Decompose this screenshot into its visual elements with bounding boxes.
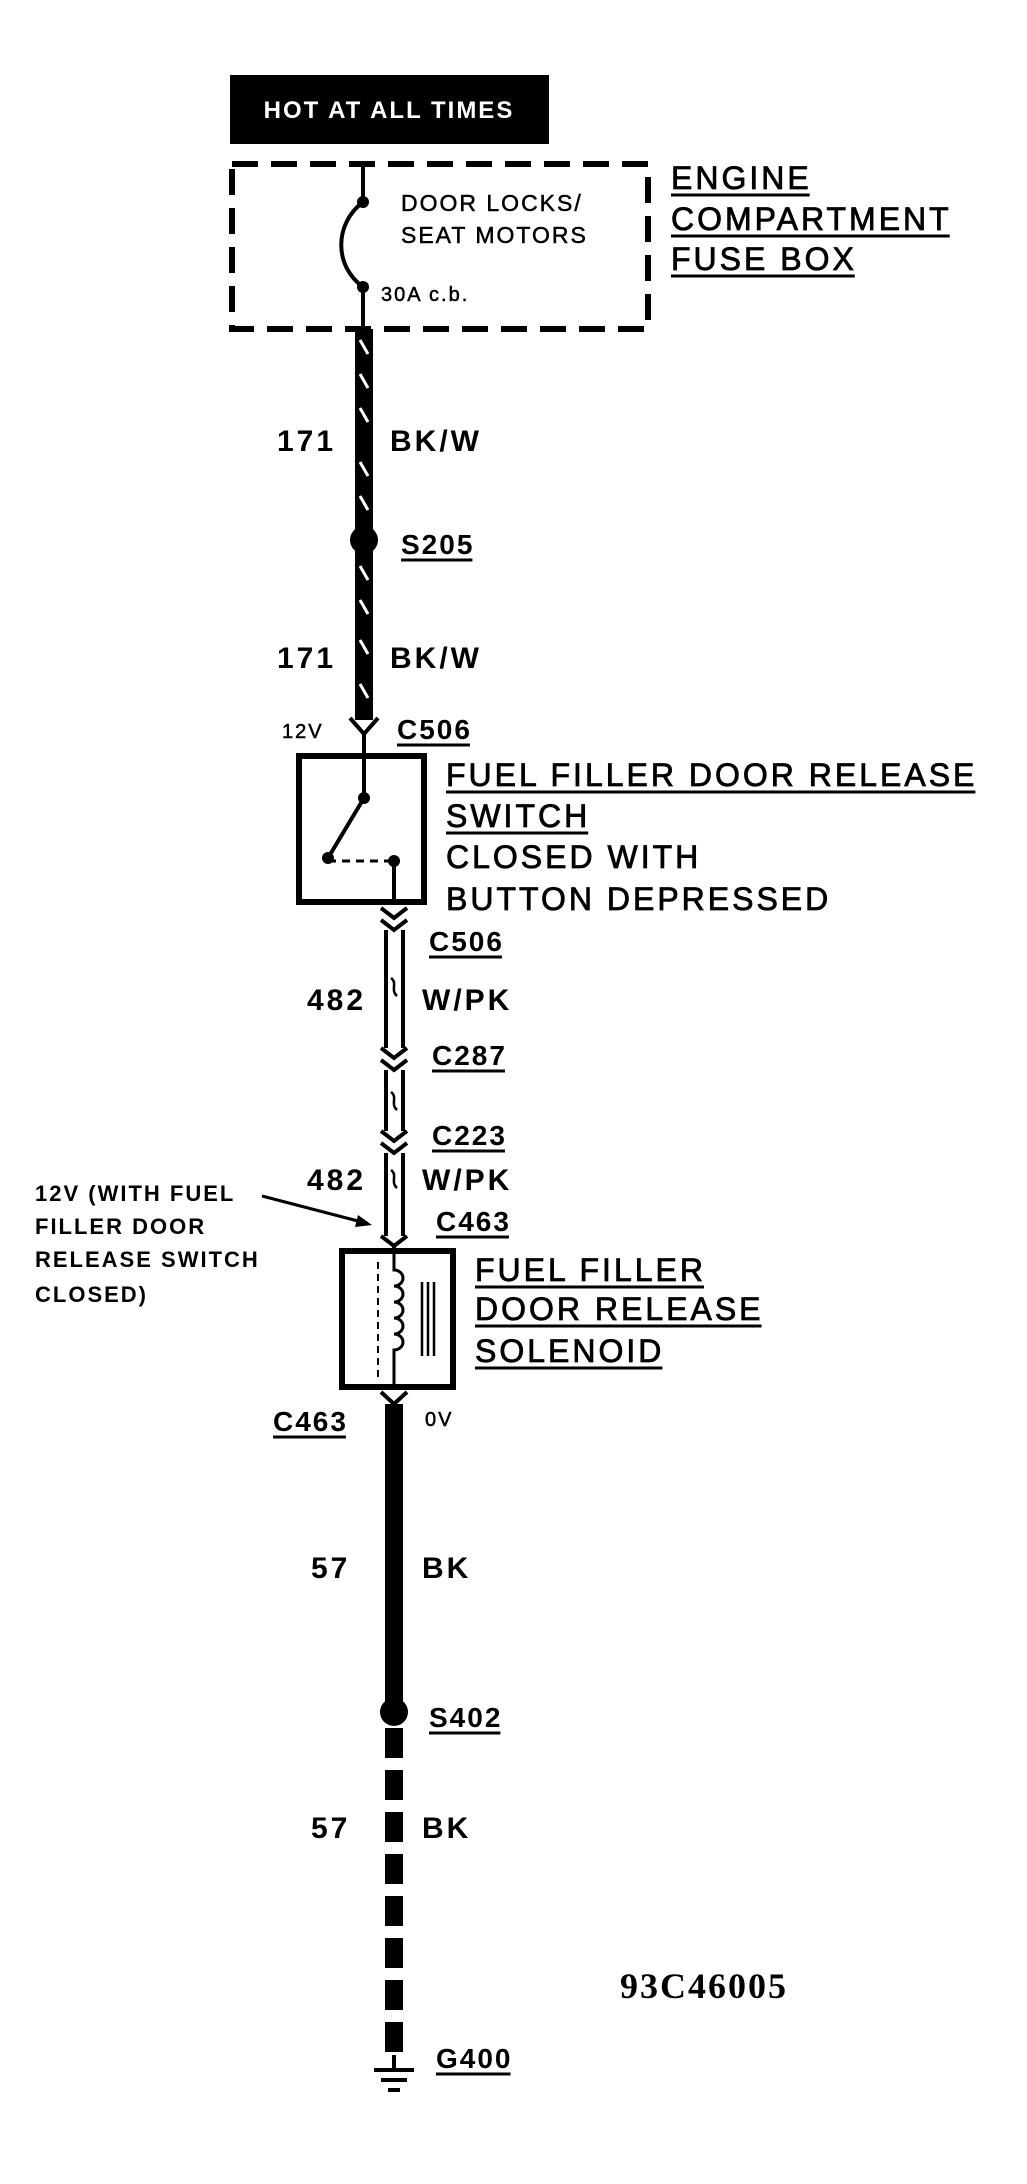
solenoid-outline xyxy=(339,1248,456,1390)
wire-171-upper-segment xyxy=(355,329,373,540)
splice-s205: S205 xyxy=(350,526,474,562)
wire-482-w-pk: 482 W/PK 482 W/PK xyxy=(307,930,512,1236)
switch-blade-icon xyxy=(326,796,366,860)
wire-57-bk: 57 BK 57 BK xyxy=(311,1404,471,2063)
wire-482-segment-3 xyxy=(384,1153,405,1236)
connector-c506-output-icon xyxy=(379,906,409,933)
solenoid-note-line-1: 12V (WITH FUEL xyxy=(35,1181,235,1206)
connector-c506-input: 12V C506 xyxy=(282,714,472,756)
solenoid-ground-voltage: 0V xyxy=(425,1409,453,1431)
connector-c463-input: C463 xyxy=(379,1206,511,1254)
fuel-filler-door-release-solenoid: FUEL FILLER DOOR RELEASE SOLENOID xyxy=(339,1248,764,1390)
stripe-mark xyxy=(390,1090,398,1111)
note-arrow-shaft xyxy=(261,1194,359,1223)
stripe-mark xyxy=(358,599,370,615)
connector-c223: C223 xyxy=(379,1120,507,1156)
connector-c463-input-label: C463 xyxy=(436,1206,511,1237)
stripe-mark xyxy=(358,565,370,581)
switch-state-line-1: CLOSED WITH xyxy=(446,839,701,875)
connector-c287-icon xyxy=(379,1046,409,1073)
solenoid-coil-icon xyxy=(392,1254,405,1387)
fuse-name-line-1: DOOR LOCKS/ xyxy=(401,190,583,216)
fuse-box-title-line-2: COMPARTMENT xyxy=(671,201,952,237)
wire-171-color-lower: BK/W xyxy=(390,642,482,675)
wire-171-bk-w: 171 BK/W 171 BK/W xyxy=(277,329,482,720)
connector-c463-output-icon xyxy=(379,1390,409,1407)
connector-c287-label: C287 xyxy=(432,1040,507,1071)
connector-c506-output: C506 xyxy=(379,906,504,959)
circuit-breaker-icon xyxy=(339,200,365,289)
figure-id: 93C46005 xyxy=(620,1966,788,2006)
solenoid-name-line-2: DOOR RELEASE xyxy=(475,1291,764,1327)
fuse-box-outline xyxy=(229,161,651,332)
switch-state-line-2: BUTTON DEPRESSED xyxy=(446,881,831,917)
wire-482-segment-2 xyxy=(384,1070,405,1131)
solenoid-name-line-3: SOLENOID xyxy=(475,1333,664,1369)
power-label-text: HOT AT ALL TIMES xyxy=(264,97,515,124)
connector-c506-output-label: C506 xyxy=(429,926,504,957)
splice-s402-dot xyxy=(380,1698,408,1726)
connector-c463-output-label: C463 xyxy=(273,1406,348,1437)
wire-57-circuit-upper: 57 xyxy=(311,1552,350,1585)
fuse-box-title-line-1: ENGINE xyxy=(671,160,812,196)
connector-c223-icon xyxy=(379,1129,409,1156)
fuse-rating: 30A c.b. xyxy=(381,284,469,306)
stripe-mark xyxy=(390,976,398,997)
stripe-mark xyxy=(390,1168,398,1189)
stripe-mark xyxy=(358,495,370,511)
stripe-mark xyxy=(358,461,370,477)
solenoid-note-line-3: RELEASE SWITCH xyxy=(35,1247,260,1272)
splice-s402: S402 xyxy=(380,1698,502,1735)
solenoid-voltage-note: 12V (WITH FUEL FILLER DOOR RELEASE SWITC… xyxy=(35,1181,372,1307)
power-label-box xyxy=(230,75,549,144)
wire-171-lower-segment xyxy=(355,540,373,720)
wire-482-circuit-upper: 482 xyxy=(307,984,366,1017)
switch-input-voltage: 12V xyxy=(282,721,324,743)
wire-57-color-lower: BK xyxy=(422,1812,471,1845)
ground-g400-label: G400 xyxy=(436,2043,513,2074)
hot-at-all-times-label: HOT AT ALL TIMES xyxy=(230,75,549,144)
solenoid-note-line-2: FILLER DOOR xyxy=(35,1214,206,1239)
stripe-mark xyxy=(358,639,370,655)
wire-57-upper-segment xyxy=(385,1404,403,1712)
connector-c463-output: C463 0V xyxy=(273,1390,453,1439)
splice-s205-dot xyxy=(350,526,378,554)
wire-482-color-lower: W/PK xyxy=(422,1164,512,1197)
stripe-mark xyxy=(358,407,370,423)
switch-name-line-1: FUEL FILLER DOOR RELEASE xyxy=(446,757,977,793)
ground-g400: G400 xyxy=(374,2043,513,2092)
fuse-box-title-line-3: FUSE BOX xyxy=(671,241,857,277)
switch-name-line-2: SWITCH xyxy=(446,798,590,834)
splice-s205-label: S205 xyxy=(401,529,474,560)
stripe-mark xyxy=(358,373,370,389)
stripe-mark xyxy=(358,683,370,699)
wire-482-segment-1 xyxy=(384,930,405,1048)
wire-482-stripe-marks xyxy=(390,976,398,1189)
wire-171-color-upper: BK/W xyxy=(390,425,482,458)
fuse-box-title: ENGINE COMPARTMENT FUSE BOX xyxy=(671,160,952,278)
splice-s402-label: S402 xyxy=(429,1702,502,1733)
connector-c506-input-label: C506 xyxy=(397,714,472,745)
wire-57-color-upper: BK xyxy=(422,1552,471,1585)
engine-compartment-fuse-box: DOOR LOCKS/ SEAT MOTORS 30A c.b. xyxy=(229,161,651,332)
note-arrow-head-icon xyxy=(355,1215,372,1227)
wire-57-circuit-lower: 57 xyxy=(311,1812,350,1845)
stripe-mark xyxy=(358,339,370,355)
fuel-filler-door-release-switch: FUEL FILLER DOOR RELEASE SWITCH CLOSED W… xyxy=(296,753,977,917)
wire-171-circuit-upper: 171 xyxy=(277,425,336,458)
solenoid-name-line-1: FUEL FILLER xyxy=(475,1252,706,1288)
fuse-name-line-2: SEAT MOTORS xyxy=(401,222,588,248)
switch-outline xyxy=(296,753,427,905)
connector-c506-input-icon xyxy=(348,716,380,738)
connector-c223-label: C223 xyxy=(432,1120,507,1151)
wire-171-stripe-marks xyxy=(358,339,370,699)
wire-482-color-upper: W/PK xyxy=(422,984,512,1017)
wire-482-circuit-lower: 482 xyxy=(307,1164,366,1197)
connector-c287: C287 xyxy=(379,1040,507,1073)
wire-171-circuit-lower: 171 xyxy=(277,642,336,675)
solenoid-note-line-4: CLOSED) xyxy=(35,1282,148,1307)
